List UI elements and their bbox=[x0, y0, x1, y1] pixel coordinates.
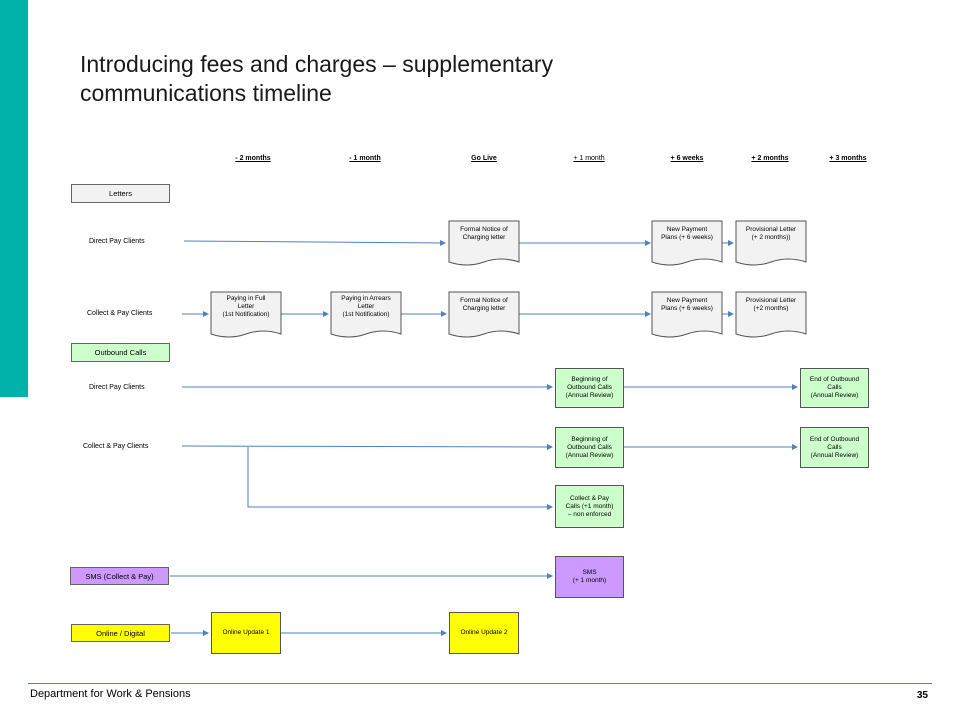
category-letters: Letters bbox=[71, 184, 170, 203]
row-label-calls-direct: Direct Pay Clients bbox=[89, 384, 145, 391]
box-text-line: (Annual Review) bbox=[565, 451, 614, 459]
header-plus-6-weeks: + 6 weeks bbox=[670, 155, 704, 162]
doc-text-line: Letter bbox=[357, 303, 375, 310]
page-number: 35 bbox=[916, 690, 928, 701]
doc-shape-letters-direct-prov bbox=[735, 220, 807, 266]
doc-text-line: Provisional Letter bbox=[745, 226, 797, 233]
box-text-line: SMS bbox=[582, 569, 597, 576]
box-text-line: Beginning of bbox=[571, 435, 608, 443]
category-outbound-calls: Outbound Calls bbox=[71, 343, 170, 362]
box-text-line: (+ 1 month) bbox=[572, 577, 607, 584]
box-text-line: Outbound Calls bbox=[567, 443, 612, 451]
box-text-line: Beginning of bbox=[571, 376, 608, 383]
footer-divider bbox=[28, 683, 932, 684]
box-text-line: (Annual Review) bbox=[810, 392, 859, 399]
box-text-line: – non enforced bbox=[567, 510, 612, 518]
doc-text-line: (+ 2 months)) bbox=[751, 234, 791, 241]
doc-text-line: Provisional Letter bbox=[745, 297, 797, 304]
header-plus-2-months: + 2 months bbox=[751, 155, 789, 162]
accent-bar bbox=[0, 0, 28, 397]
box-sms: SMS(+ 1 month) bbox=[555, 556, 624, 598]
box-text-line: Collect & Pay bbox=[569, 494, 610, 502]
doc-text-line: Paying in Full bbox=[226, 295, 266, 302]
box-text-line: Outbound Calls bbox=[567, 384, 612, 391]
footer-department: Department for Work & Pensions bbox=[30, 688, 191, 700]
doc-shape-letters-collect-arrears bbox=[330, 291, 402, 338]
doc-shape-letters-collect-formal bbox=[448, 291, 520, 338]
doc-text-line: Formal Notice of bbox=[460, 297, 508, 304]
doc-text-line: (1st Notification) bbox=[222, 311, 270, 318]
doc-text-line: New Payment bbox=[666, 226, 708, 233]
box-text-line: (Annual Review) bbox=[810, 451, 859, 459]
box-text-line: Calls (+1 month) bbox=[565, 502, 614, 510]
arrow-calls-collect-branch bbox=[247, 447, 553, 510]
header-minus-1-month: - 1 month bbox=[349, 155, 381, 162]
doc-text-line: Plans (+ 6 weeks) bbox=[661, 234, 713, 241]
doc-text-line: Plans (+ 6 weeks) bbox=[661, 305, 713, 312]
doc-text-line: Letter bbox=[237, 303, 255, 310]
arrow-letters-direct-to-formal bbox=[183, 239, 446, 246]
doc-shape-letters-collect-newpay bbox=[651, 291, 723, 338]
doc-text-line: Formal Notice of bbox=[460, 226, 508, 233]
row-label-letters-direct: Direct Pay Clients bbox=[89, 238, 145, 245]
box-text-line: Calls bbox=[827, 384, 842, 391]
doc-text-line: Paying in Arrears bbox=[341, 295, 391, 302]
row-label-calls-collect: Collect & Pay Clients bbox=[83, 443, 149, 450]
box-online-update-1: Online Update 1 bbox=[211, 612, 281, 654]
doc-text-line: (1st Notification) bbox=[342, 311, 390, 318]
doc-shape-letters-collect-full bbox=[210, 291, 282, 338]
box-text-line: (Annual Review) bbox=[565, 392, 614, 399]
box-online-update-2: Online Update 2 bbox=[449, 612, 519, 654]
doc-text-line: (+2 months) bbox=[753, 305, 789, 312]
doc-shape-letters-collect-prov bbox=[735, 291, 807, 338]
doc-shape-letters-direct-newpay bbox=[651, 220, 723, 266]
box-text-line: Calls bbox=[827, 443, 842, 451]
page-title: Introducing fees and charges – supplemen… bbox=[80, 50, 553, 108]
box-text-line: End of Outbound bbox=[809, 435, 860, 443]
header-go-live: Go Live bbox=[471, 155, 497, 162]
title-line-1: Introducing fees and charges – supplemen… bbox=[80, 51, 554, 77]
doc-letters-direct-provisional: Provisional Letter(+ 2 months)) bbox=[736, 221, 806, 257]
header-plus-1-month: + 1 month bbox=[573, 155, 605, 162]
doc-letters-collect-provisional: Provisional Letter(+2 months) bbox=[736, 292, 806, 328]
title-line-2: communications timeline bbox=[80, 80, 332, 106]
doc-text-line: Charging letter bbox=[462, 305, 506, 312]
arrow-calls-collect-to-begin bbox=[181, 443, 553, 450]
doc-shape-letters-direct-formal bbox=[448, 220, 520, 266]
category-sms: SMS (Collect & Pay) bbox=[70, 567, 169, 585]
header-plus-3-months: + 3 months bbox=[829, 155, 867, 162]
doc-text-line: Charging letter bbox=[462, 234, 506, 241]
row-label-letters-collect: Collect & Pay Clients bbox=[87, 310, 153, 317]
header-minus-2-months: - 2 months bbox=[235, 155, 271, 162]
doc-text-line: New Payment bbox=[666, 297, 708, 304]
category-online: Online / Digital bbox=[71, 624, 170, 642]
box-text-line: End of Outbound bbox=[809, 376, 860, 383]
